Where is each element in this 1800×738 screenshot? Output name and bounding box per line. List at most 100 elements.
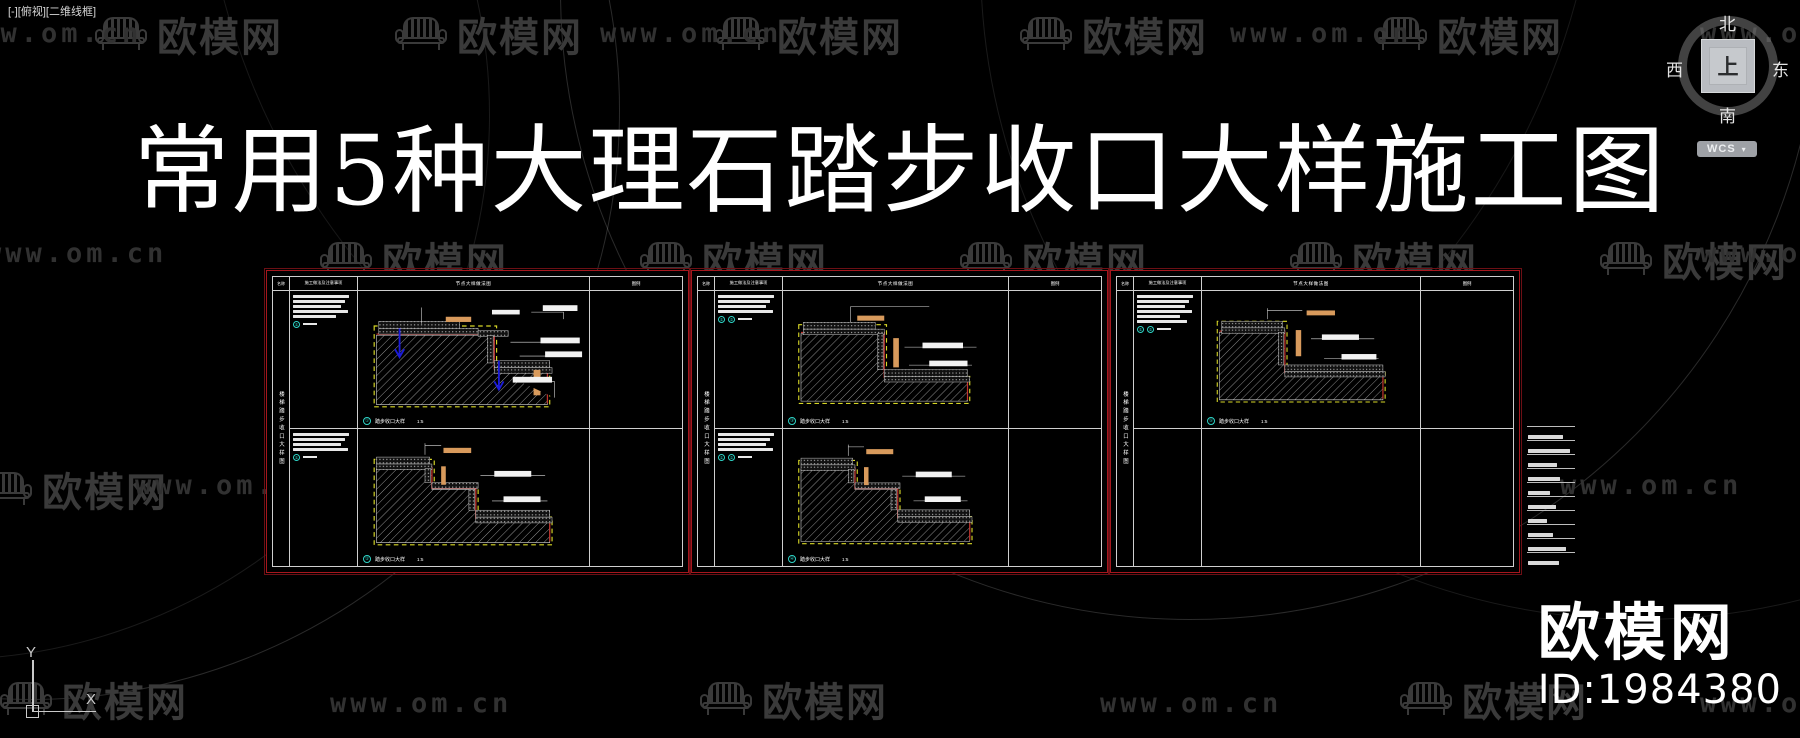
watermark-logo: 欧模网 [1375, 5, 1563, 63]
watermark-url: www.om.cn [1230, 18, 1412, 49]
note-line [293, 447, 348, 451]
cad-detail-drawing [373, 443, 553, 546]
detail-scale: 1:5 [417, 418, 424, 424]
legend-cell [1421, 291, 1513, 428]
legend-column: 图例 [590, 277, 682, 566]
column-header-notes: 施工做法及注意事项 [1134, 277, 1201, 291]
view-cube-top-face[interactable]: 上 [1709, 47, 1747, 85]
watermark-url-text: www.om.cn [0, 238, 168, 269]
detail-scale: 1:5 [842, 418, 849, 424]
note-bullets: ① [293, 453, 354, 461]
note-line [1137, 309, 1192, 313]
watermark-logo-text: 欧模网 [1082, 16, 1208, 60]
sofa-icon [395, 17, 447, 51]
sheet-name-column: 名称楼梯踏步收口大样图 [698, 277, 715, 566]
note-line [293, 433, 350, 436]
note-line [293, 295, 350, 298]
detail-number-icon: ② [363, 555, 371, 563]
title-block-row [1527, 454, 1575, 468]
column-header-legend: 图例 [1421, 277, 1513, 291]
view-cube-east[interactable]: 东 [1772, 61, 1789, 80]
view-cube[interactable]: 上 北 南 西 东 WCS ▾ [1662, 4, 1792, 174]
brand-name: 欧模网 [1537, 598, 1736, 668]
detail-cell-empty[interactable] [1202, 428, 1420, 566]
legend-cell [1009, 291, 1101, 428]
view-cube-ring[interactable] [1678, 16, 1778, 116]
view-cube-north[interactable]: 北 [1719, 15, 1736, 34]
note-line [718, 442, 766, 446]
chevron-down-icon: ▾ [1741, 144, 1747, 154]
ucs-origin-square [26, 705, 39, 718]
detail-label: 踏步收口大样 [800, 556, 831, 563]
column-header-drawing: 节点大样做法图 [1202, 277, 1420, 291]
ucs-selector-label: WCS [1707, 143, 1736, 155]
sheet-vertical-title: 楼梯踏步收口大样图 [703, 390, 709, 467]
sofa-icon [1600, 242, 1652, 276]
title-block-row [1527, 496, 1575, 510]
circled-number-icon: ① [293, 320, 300, 328]
detail-label: 踏步收口大样 [1219, 418, 1250, 425]
view-cube-south[interactable]: 南 [1719, 107, 1736, 126]
watermark-url-text: www.om.cn [1700, 238, 1800, 269]
note-line [1137, 299, 1190, 303]
ucs-selector[interactable]: WCS ▾ [1697, 141, 1757, 157]
watermark-logo: 欧模网 [95, 5, 283, 63]
column-header-name: 名称 [698, 277, 714, 291]
watermark-logo-text: 欧模网 [777, 16, 903, 60]
watermark-url: www.om.cn [600, 18, 782, 49]
circled-number-icon: ② [728, 453, 735, 461]
sheet-vertical-title: 楼梯踏步收口大样图 [278, 390, 284, 467]
note-line [293, 437, 346, 441]
title-block-row [1527, 524, 1575, 538]
column-header-drawing: 节点大样做法图 [358, 277, 589, 291]
watermark-url: www.om.cn [330, 688, 512, 719]
watermark-logo-text: 欧模网 [1437, 16, 1563, 60]
watermark-logo-text: 欧模网 [762, 681, 888, 725]
watermark-url-text: www.om.cn [1560, 470, 1743, 501]
watermark-logo: 欧模网 [700, 670, 888, 728]
title-block-row [1527, 552, 1575, 566]
cad-detail-drawing [1216, 308, 1386, 403]
sofa-icon [715, 17, 767, 51]
title-block-row [1527, 426, 1575, 440]
viewport-label[interactable]: [-][俯视][二维线框] [8, 6, 96, 18]
circled-number-icon: ① [718, 315, 725, 323]
detail-number-icon: ① [363, 417, 371, 425]
watermark-url-text: www.om.cn [330, 688, 513, 719]
circled-number-icon: ① [1137, 325, 1144, 333]
watermark-url: www.om.cn [1100, 688, 1282, 719]
brand-watermark: 欧模网 ID:1984380 [1537, 598, 1782, 712]
note-line [718, 437, 771, 441]
watermark-logo: 欧模网 [395, 5, 583, 63]
column-header-name: 名称 [1117, 277, 1133, 291]
watermark-logo-text: 欧模网 [457, 16, 583, 60]
sheet-name-column: 名称楼梯踏步收口大样图 [273, 277, 290, 566]
detail-label: 踏步收口大样 [800, 418, 831, 425]
title-block [1527, 301, 1575, 566]
detail-scale: 1:5 [417, 556, 424, 562]
sofa-icon [0, 472, 32, 506]
watermark-logo-text: 欧模网 [157, 16, 283, 60]
sofa-icon [1020, 17, 1072, 51]
legend-cell [1421, 428, 1513, 566]
view-cube-body[interactable]: 上 [1701, 39, 1755, 93]
legend-cell [1009, 428, 1101, 566]
watermark-logo: 欧模网 [1600, 230, 1788, 288]
detail-number-icon: ④ [788, 555, 796, 563]
view-cube-west[interactable]: 西 [1666, 61, 1683, 80]
